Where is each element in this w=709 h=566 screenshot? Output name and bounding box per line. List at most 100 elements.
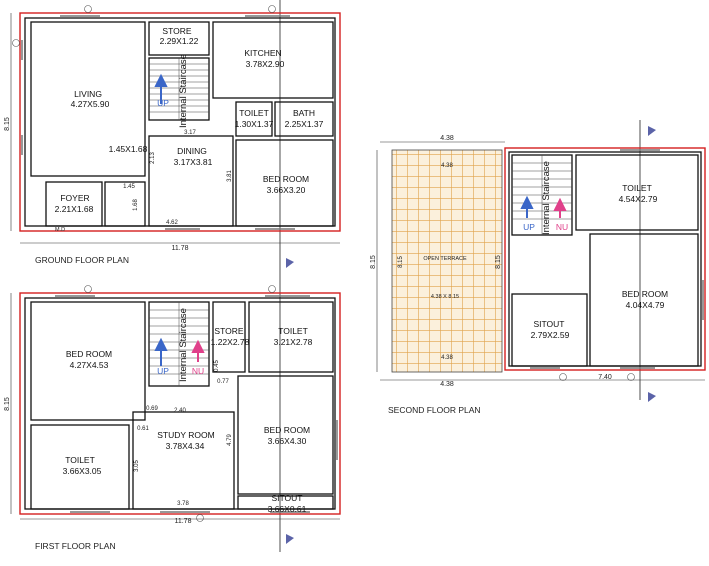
ground-toilet-size: 1.30X1.37 [235,119,274,129]
ground-toilet [235,101,273,137]
first-dim-069: 0.69 [146,406,158,412]
first-study-label: STUDY ROOM [157,430,214,440]
first-study-room [132,411,235,510]
second-terrace-size: 4.38 X 8.15 [431,294,459,300]
ground-dim-381: 3.81 [227,170,233,182]
first-dim-061: 0.61 [137,426,149,432]
first-up-arrow-icon [154,337,168,366]
second-sitout-size: 2.79X2.59 [531,330,570,340]
second-nu-arrow-icon [553,197,567,218]
second-toilet-size: 4.54X2.79 [619,194,658,204]
second-bottom-dim: 4.38 [440,381,454,388]
first-toilet-left-size: 3.66X3.05 [63,466,102,476]
first-bedroom-right-label: BED ROOM [264,425,310,435]
ground-store-size: 2.29X1.22 [160,36,199,46]
section-marker-icons [12,5,656,544]
ground-height-dim: 8.15 [4,117,11,131]
first-bedroom-right-size: 3.66X4.30 [268,436,307,446]
second-inner-top-dim: 4.38 [441,163,453,169]
second-inner-height-dim: 8.15 [398,256,404,268]
ground-foyer [45,181,103,227]
ground-foyer-size: 2.21X1.68 [55,204,94,214]
first-dim-077: 0.77 [217,379,229,385]
ground-staircase-label: Internal Staircase [178,54,189,128]
second-bedroom [589,233,699,367]
ground-up-arrow-icon [154,73,168,104]
second-floor-title: SECOND FLOOR PLAN [388,405,481,415]
first-dim-305: 3.05 [134,460,140,472]
second-inner-bottom-dim: 4.38 [441,355,453,361]
first-store [212,301,246,373]
first-sitout-label: SITOUT [271,493,302,503]
ground-dim-462: 4.62 [166,220,178,226]
second-height-dim: 8.15 [370,255,377,269]
second-open-terrace [391,149,503,373]
ground-dim-317: 3.17 [184,130,196,136]
ground-bath-size: 2.25X1.37 [285,119,324,129]
second-sitout-label: SITOUT [533,319,564,329]
first-sitout-size: 3.66X0.61 [268,504,307,514]
first-dim-479: 4.79 [227,434,233,446]
first-floor-plan [10,292,341,520]
second-terrace-label: OPEN TERRACE [423,256,467,262]
ground-living-room [30,21,146,177]
ground-living-label: LIVING [74,89,102,99]
first-width-dim: 11.78 [175,518,192,525]
ground-bedroom [235,139,334,227]
second-up-label: UP [523,222,535,232]
ground-main-door-label: M.D [55,227,65,233]
ground-kitchen-size: 3.78X2.90 [246,59,285,69]
first-bedroom-left-size: 4.27X4.53 [70,360,109,370]
first-floor-title: FIRST FLOOR PLAN [35,541,116,551]
second-width-dim: 7.40 [598,374,612,381]
ground-bedroom-label: BED ROOM [263,174,309,184]
ground-bath-label: BATH [293,108,315,118]
ground-dim-168: 1.68 [133,199,139,211]
second-staircase-label: Internal Staircase [541,161,552,235]
first-height-dim: 8.15 [4,397,11,411]
first-toilet-right-label: TOILET [278,326,308,336]
first-nu-label: NU [192,366,204,376]
first-study-size: 3.78X4.34 [166,441,205,451]
first-outer-wall [19,292,341,515]
ground-bath [274,101,334,137]
ground-store [148,21,210,56]
ground-width-dim: 11.78 [172,245,189,252]
first-store-size: 1.22X2.78 [211,337,250,347]
first-dim-240: 2.40 [174,408,186,414]
ground-kitchen [212,21,334,99]
second-right-height-dim: 8.15 [495,255,502,269]
second-outer-wall [504,147,706,371]
second-toilet-label: TOILET [622,183,652,193]
first-toilet-right-size: 3.21X2.78 [274,337,313,347]
first-toilet-right [248,301,334,373]
first-staircase-label: Internal Staircase [178,308,189,382]
second-sitout [511,293,588,367]
first-bedroom-right [237,375,334,495]
ground-bedroom-size: 3.66X3.20 [267,185,306,195]
first-bedroom-left [30,301,146,421]
first-dim-045: 0.45 [214,360,220,372]
ground-up-label: UP [157,98,169,108]
second-top-dim: 4.38 [440,135,454,142]
ground-floor-title: GROUND FLOOR PLAN [35,255,129,265]
first-dim-378: 3.78 [177,501,189,507]
ground-dining-label: DINING [177,146,207,156]
ground-dim-213: 2.13 [150,152,156,164]
ground-kitchen-label: KITCHEN [244,48,281,58]
second-floor-plan [376,141,706,381]
first-store-label: STORE [214,326,243,336]
ground-toilet-label: TOILET [239,108,269,118]
first-toilet-left [30,424,130,510]
first-toilet-left-label: TOILET [65,455,95,465]
second-toilet [575,154,699,231]
ground-floor-plan [10,12,341,244]
ground-dim-145: 1.45 [123,184,135,190]
second-nu-label: NU [556,222,568,232]
first-up-label: UP [157,366,169,376]
ground-dining-size: 3.17X3.81 [174,157,213,167]
ground-passage-size: 1.45X1.68 [109,144,148,154]
ground-foyer-label: FOYER [60,193,89,203]
second-bedroom-size: 4.04X4.79 [626,300,665,310]
